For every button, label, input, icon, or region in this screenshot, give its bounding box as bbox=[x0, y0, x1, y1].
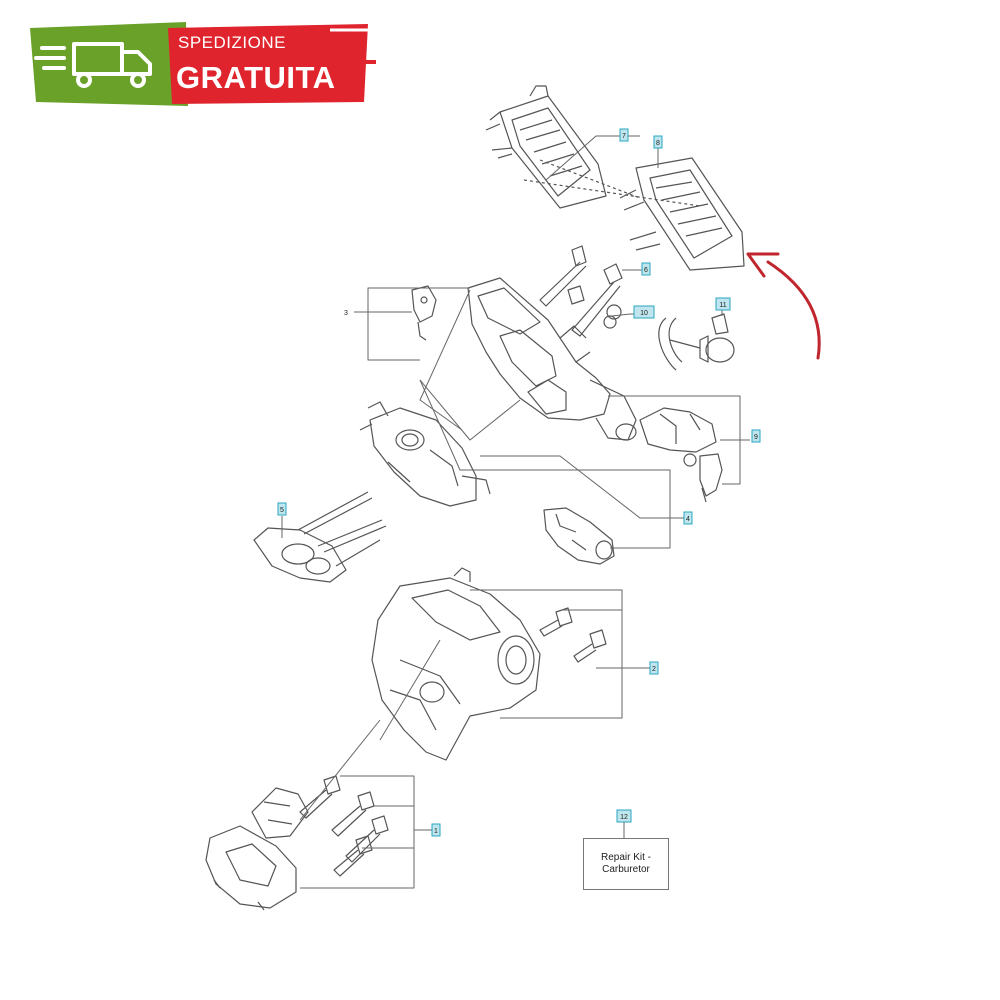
callout-7: 7 bbox=[619, 128, 629, 142]
throttle-gasket bbox=[253, 491, 387, 583]
callout-1: 1 bbox=[431, 823, 441, 837]
callout-6-label: 6 bbox=[644, 267, 648, 274]
banner-green-panel bbox=[30, 22, 188, 106]
valve-assembly bbox=[639, 407, 723, 503]
repair-kit-line2: Carburetor bbox=[602, 864, 650, 875]
callout-1-label: 1 bbox=[434, 828, 438, 835]
callout-10: 10 bbox=[633, 305, 655, 319]
callout-9-label: 9 bbox=[754, 434, 758, 441]
cylinder-sleeve bbox=[543, 507, 615, 565]
carburetor bbox=[359, 401, 491, 507]
callout-5: 5 bbox=[277, 502, 287, 516]
banner-line1: SPEDIZIONE bbox=[178, 33, 286, 52]
banner-line2: GRATUITA bbox=[176, 60, 336, 95]
callout-9: 9 bbox=[751, 429, 761, 443]
banner-red-panel bbox=[168, 24, 368, 104]
choke-lever bbox=[411, 285, 437, 341]
callout-11: 11 bbox=[715, 297, 731, 311]
intake-elbow bbox=[205, 787, 309, 911]
callout-4-label: 4 bbox=[686, 516, 690, 523]
callout-2-label: 2 bbox=[652, 666, 656, 673]
callouts: 1 2 3 4 5 6 7 8 9 bbox=[277, 128, 761, 837]
air-filter-lower bbox=[619, 157, 745, 271]
free-shipping-banner: SPEDIZIONE GRATUITA bbox=[30, 22, 376, 106]
intake-manifold bbox=[467, 277, 637, 441]
bolt-set-lower bbox=[299, 775, 389, 877]
callout-5-label: 5 bbox=[280, 507, 284, 514]
callout-3-label: 3 bbox=[344, 310, 348, 317]
crankcase-cover bbox=[371, 567, 541, 761]
primer-bulb-hose bbox=[658, 313, 735, 371]
bolt-set-middle bbox=[539, 607, 607, 663]
air-filter-upper bbox=[485, 85, 607, 209]
callout-10-label: 10 bbox=[640, 310, 648, 317]
bolt-set-upper bbox=[539, 245, 623, 337]
callout-8: 8 bbox=[653, 135, 663, 149]
repair-kit-line1: Repair Kit - bbox=[600, 852, 651, 863]
callout-6: 6 bbox=[641, 262, 651, 276]
callout-11-label: 11 bbox=[719, 302, 726, 309]
pointer-arrow-icon bbox=[746, 252, 821, 360]
callout-3: 3 bbox=[344, 310, 348, 317]
callout-7-label: 7 bbox=[622, 133, 626, 140]
delivery-truck-icon bbox=[34, 42, 152, 88]
callout-4: 4 bbox=[683, 511, 693, 525]
callout-2: 2 bbox=[649, 661, 659, 675]
callout-12-label: 12 bbox=[620, 814, 628, 821]
callout-12: 12 bbox=[616, 809, 632, 823]
callout-8-label: 8 bbox=[656, 140, 660, 147]
repair-kit-label: Repair Kit - Carburetor bbox=[583, 838, 669, 890]
leader-lines bbox=[281, 135, 750, 889]
